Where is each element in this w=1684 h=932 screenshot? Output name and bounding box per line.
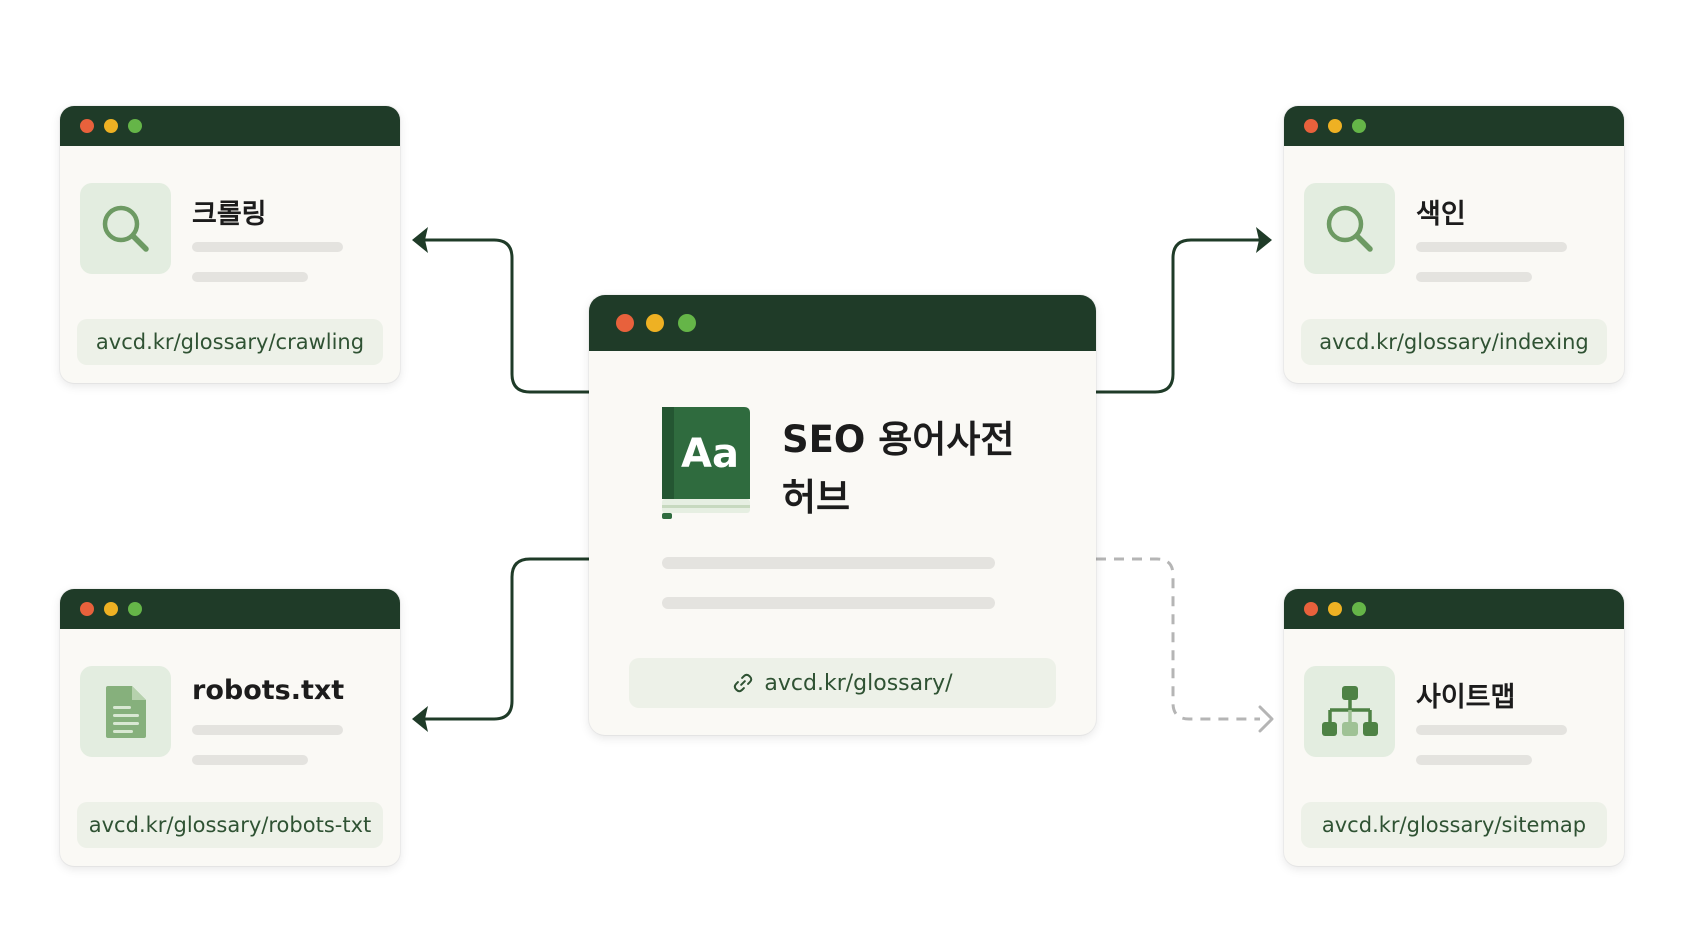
document-icon [80, 666, 171, 757]
placeholder-line [662, 557, 995, 569]
window-titlebar [1284, 106, 1624, 146]
hub-title: SEO 용어사전 허브 [782, 411, 1082, 527]
close-dot [80, 119, 94, 133]
hub-title-line1: SEO 용어사전 [782, 418, 1015, 461]
glossary-card-sitemap[interactable]: 사이트맵 avcd.kr/glossary/sitemap [1284, 589, 1624, 866]
card-title: 사이트맵 [1416, 682, 1516, 713]
close-dot [80, 602, 94, 616]
maximize-dot [1352, 602, 1366, 616]
maximize-dot [128, 602, 142, 616]
placeholder-line [1416, 755, 1532, 765]
connector-to-robots [412, 557, 589, 732]
connector-to-crawling [412, 227, 589, 394]
search-icon [1304, 183, 1395, 274]
hub-title-line2: 허브 [782, 476, 851, 519]
close-dot [616, 314, 634, 332]
card-url[interactable]: avcd.kr/glossary/robots-txt [77, 802, 383, 848]
placeholder-line [1416, 272, 1532, 282]
book-icon: Aa [660, 407, 752, 523]
placeholder-line [1416, 242, 1567, 252]
search-icon [80, 183, 171, 274]
minimize-dot [1328, 119, 1342, 133]
minimize-dot [646, 314, 664, 332]
placeholder-line [192, 725, 343, 735]
card-title: 크롤링 [192, 199, 267, 230]
card-url[interactable]: avcd.kr/glossary/indexing [1301, 319, 1607, 365]
glossary-card-crawling[interactable]: 크롤링 avcd.kr/glossary/crawling [60, 106, 400, 383]
link-icon [732, 672, 754, 694]
placeholder-line [192, 272, 308, 282]
card-url[interactable]: avcd.kr/glossary/sitemap [1301, 802, 1607, 848]
svg-text:Aa: Aa [681, 431, 739, 477]
close-dot [1304, 119, 1318, 133]
minimize-dot [104, 119, 118, 133]
card-url[interactable]: avcd.kr/glossary/crawling [77, 319, 383, 365]
minimize-dot [1328, 602, 1342, 616]
window-titlebar [589, 295, 1096, 351]
placeholder-line [1416, 725, 1567, 735]
connector-to-sitemap [1096, 557, 1274, 733]
hub-url[interactable]: avcd.kr/glossary/ [629, 658, 1056, 708]
window-titlebar [1284, 589, 1624, 629]
maximize-dot [678, 314, 696, 332]
glossary-card-robots-txt[interactable]: robots.txt avcd.kr/glossary/robots-txt [60, 589, 400, 866]
close-dot [1304, 602, 1318, 616]
connector-to-indexing [1096, 227, 1272, 394]
window-titlebar [60, 589, 400, 629]
card-title: 색인 [1416, 199, 1466, 230]
placeholder-line [192, 242, 343, 252]
glossary-hub-card[interactable]: Aa SEO 용어사전 허브 avcd.kr/glossary/ [589, 295, 1096, 735]
card-title: robots.txt [192, 675, 345, 706]
minimize-dot [104, 602, 118, 616]
maximize-dot [128, 119, 142, 133]
placeholder-line [192, 755, 308, 765]
window-titlebar [60, 106, 400, 146]
sitemap-icon [1304, 666, 1395, 757]
maximize-dot [1352, 119, 1366, 133]
hub-url-text: avcd.kr/glossary/ [764, 670, 953, 696]
glossary-card-indexing[interactable]: 색인 avcd.kr/glossary/indexing [1284, 106, 1624, 383]
placeholder-line [662, 597, 995, 609]
